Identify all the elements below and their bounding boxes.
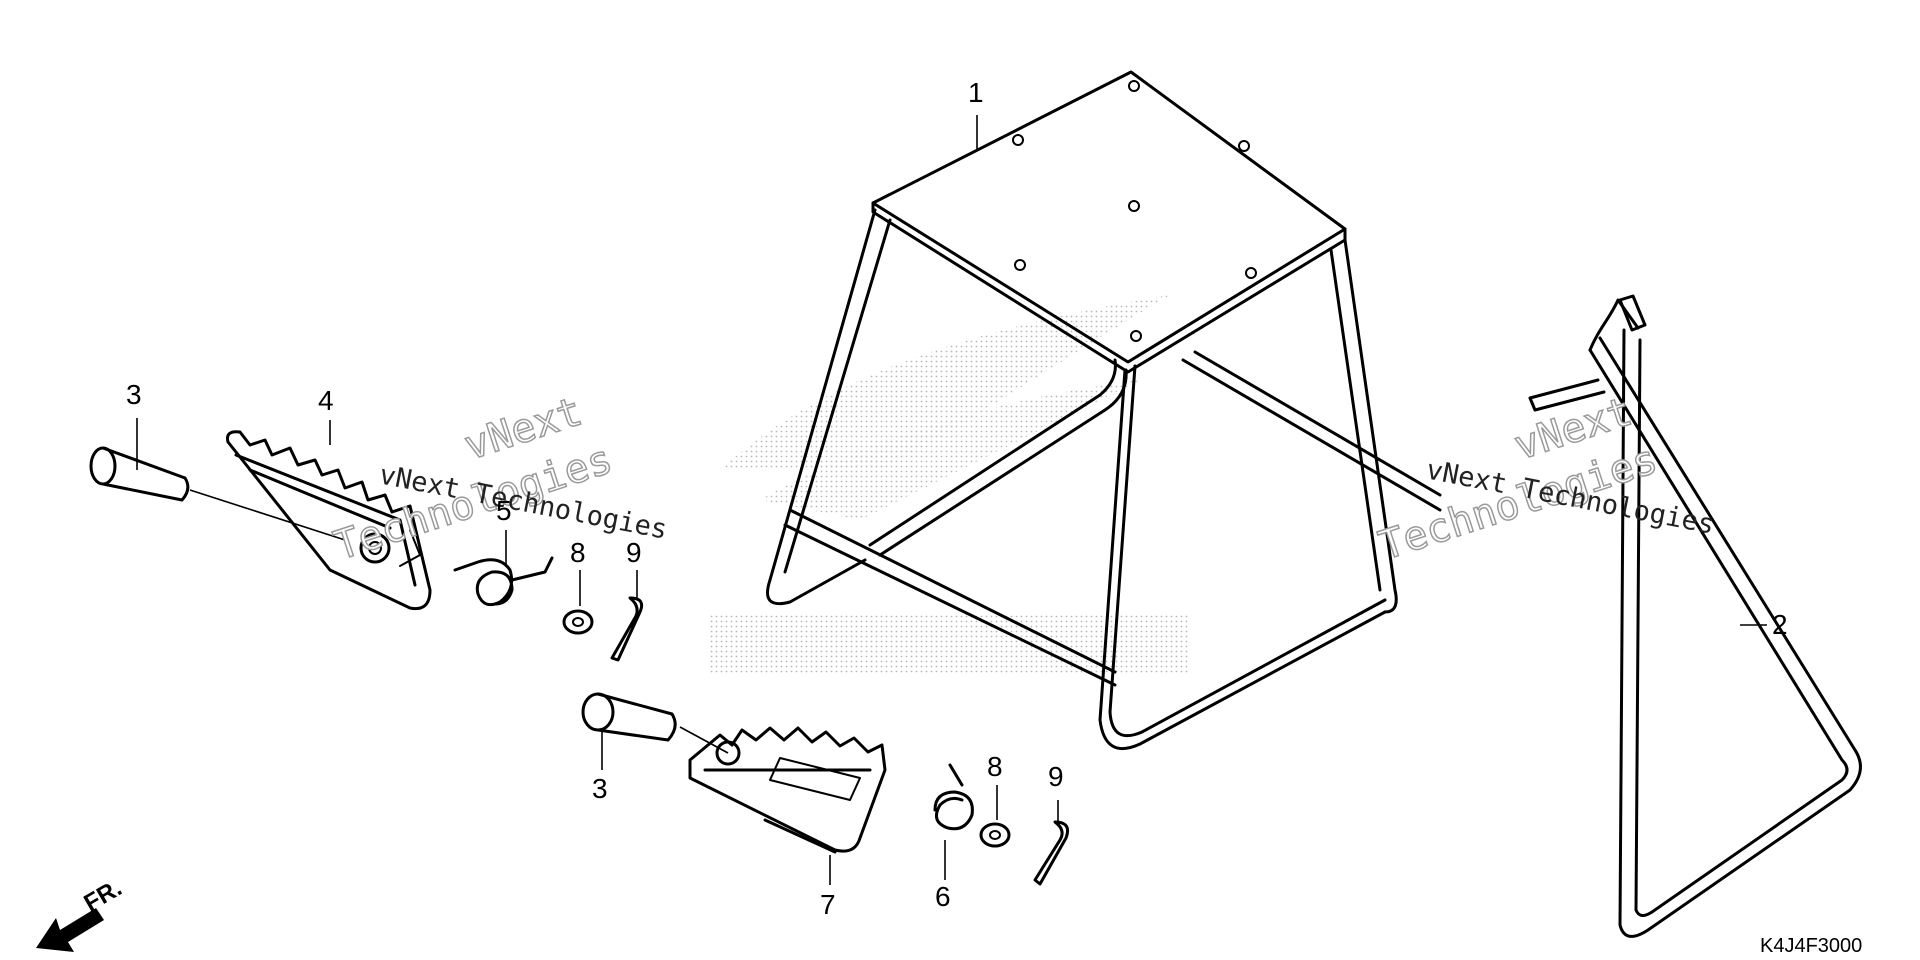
front-direction-indicator: FR. <box>36 874 126 952</box>
right-peg-assembly <box>581 692 1070 886</box>
leader-lines <box>136 115 1767 885</box>
watermark-left: vNext Technologies vNext Technologies <box>328 388 670 570</box>
callout-3-right: 3 <box>592 773 608 804</box>
callout-4: 4 <box>318 385 334 416</box>
front-label: FR. <box>80 874 127 917</box>
callout-3-left: 3 <box>126 379 142 410</box>
callout-2: 2 <box>1772 609 1788 640</box>
figure-code: K4J4F3000 <box>1760 935 1862 957</box>
callout-8-right: 8 <box>987 751 1003 782</box>
callout-7: 7 <box>820 889 836 920</box>
watermark-right: vNext Technologies vNext Technologies <box>1373 388 1717 570</box>
callout-1: 1 <box>968 77 984 108</box>
callout-9-left: 9 <box>626 537 642 568</box>
stand-bar-part-2 <box>1528 294 1862 938</box>
brand-backdrop <box>710 295 1190 675</box>
left-peg-assembly <box>89 430 644 662</box>
part-callouts: 1 2 3 4 5 8 9 3 7 6 8 9 <box>126 77 1788 920</box>
stand-part-1 <box>766 70 1442 750</box>
callout-6: 6 <box>935 881 951 912</box>
front-arrow-icon <box>36 908 104 952</box>
callout-9-right: 9 <box>1048 761 1064 792</box>
callout-8-left: 8 <box>570 537 586 568</box>
callout-5: 5 <box>496 495 512 526</box>
